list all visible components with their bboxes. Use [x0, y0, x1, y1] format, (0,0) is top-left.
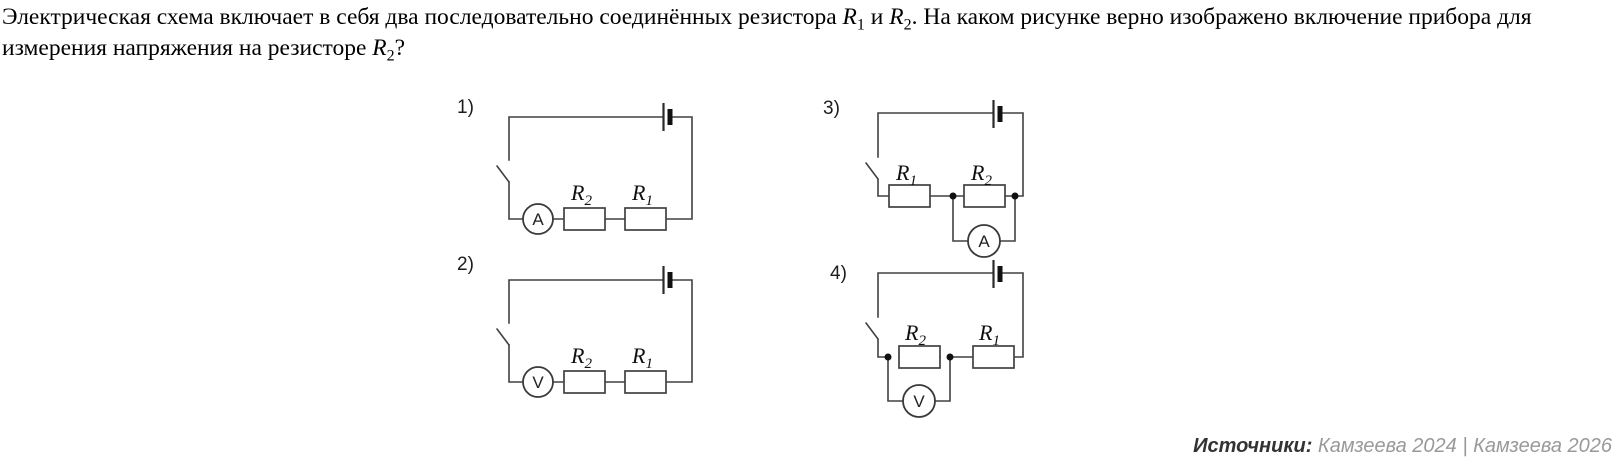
resistor-symbol-r2b: R2: [372, 34, 395, 65]
circuit-1-wires: [508, 116, 693, 220]
question-line-2: измерения напряжения на резисторе R2?: [2, 33, 1532, 64]
circuit-4-label: 4): [830, 263, 847, 284]
r2-sub: 2: [903, 16, 912, 34]
circuit-2-wires: [508, 279, 693, 383]
meter-letter: A: [532, 210, 544, 229]
circuit-3-label: 3): [823, 98, 840, 119]
resistor-label-right: R1: [631, 343, 653, 372]
question-part2: . На каком рисунке верно изображено вклю…: [911, 4, 1532, 30]
resistor-label-right: R2: [970, 160, 992, 189]
circuit-4-wires: [877, 272, 1024, 402]
resistor-box-left: [898, 345, 941, 369]
switch-icon: [865, 162, 879, 180]
switch-icon: [496, 328, 510, 346]
battery-icon: [992, 260, 1003, 288]
meter-letter: V: [532, 373, 544, 392]
junction-dot-left: [949, 192, 957, 200]
question-part1: Электрическая схема включает в себя два …: [2, 4, 843, 30]
circuit-2: 2) R2 R1 V: [457, 254, 693, 398]
circuit-3: 3) R1 R2 A: [823, 98, 1024, 258]
circuit-1: 1) R2 R1 A: [457, 97, 693, 235]
junction-dot-right: [1011, 192, 1019, 200]
r1-sub: 1: [856, 16, 865, 34]
question-qmark: ?: [394, 34, 406, 61]
r1-base: R: [842, 4, 857, 30]
circuit-4: 4) R2 R1 V: [830, 260, 1024, 418]
resistor-box-left: [888, 184, 931, 208]
r3-base: R: [372, 34, 387, 61]
switch-icon: [496, 165, 510, 183]
r2-base: R: [889, 4, 904, 30]
resistor-box-right: [624, 207, 667, 231]
battery-icon: [662, 266, 673, 294]
resistor-label-left: R1: [895, 160, 917, 189]
meter-letter: V: [913, 392, 925, 411]
resistor-label-left: R2: [570, 343, 592, 372]
question-conj: и: [864, 4, 890, 30]
resistor-label-right: R1: [631, 180, 653, 209]
resistor-box-left: [563, 370, 606, 394]
battery-icon: [992, 100, 1003, 128]
resistor-symbol-r1: R1: [842, 4, 865, 33]
switch-icon: [865, 322, 879, 340]
ammeter-icon: A: [967, 224, 1001, 258]
sources-footer: Источники: Камзеева 2024 | Камзеева 2026: [1193, 435, 1612, 458]
question-part3: измерения напряжения на резисторе: [2, 34, 373, 61]
ammeter-icon: A: [522, 203, 554, 235]
junction-dot-right: [946, 353, 954, 361]
resistor-box-right: [972, 345, 1015, 369]
circuit-2-label: 2): [457, 254, 474, 275]
voltmeter-icon: V: [522, 366, 554, 398]
resistor-label-left: R2: [904, 320, 926, 349]
resistor-box-left: [563, 207, 606, 231]
resistor-box-right: [963, 184, 1006, 208]
circuit-3-wires: [877, 112, 1024, 242]
battery-icon: [662, 103, 673, 131]
circuit-1-label: 1): [457, 97, 474, 118]
voltmeter-icon: V: [902, 384, 936, 418]
sources-label: Источники:: [1193, 435, 1313, 457]
r3-sub: 2: [386, 47, 395, 65]
resistor-label-right: R1: [978, 320, 1000, 349]
resistor-box-right: [624, 370, 667, 394]
meter-letter: A: [978, 232, 990, 251]
junction-dot-left: [884, 353, 892, 361]
resistor-label-left: R2: [570, 180, 592, 209]
question-line-1: Электрическая схема включает в себя два …: [2, 2, 1532, 33]
question-text: Электрическая схема включает в себя два …: [2, 2, 1532, 64]
resistor-symbol-r2: R2: [889, 4, 911, 33]
sources-list: Камзеева 2024 | Камзеева 2026: [1312, 435, 1612, 457]
